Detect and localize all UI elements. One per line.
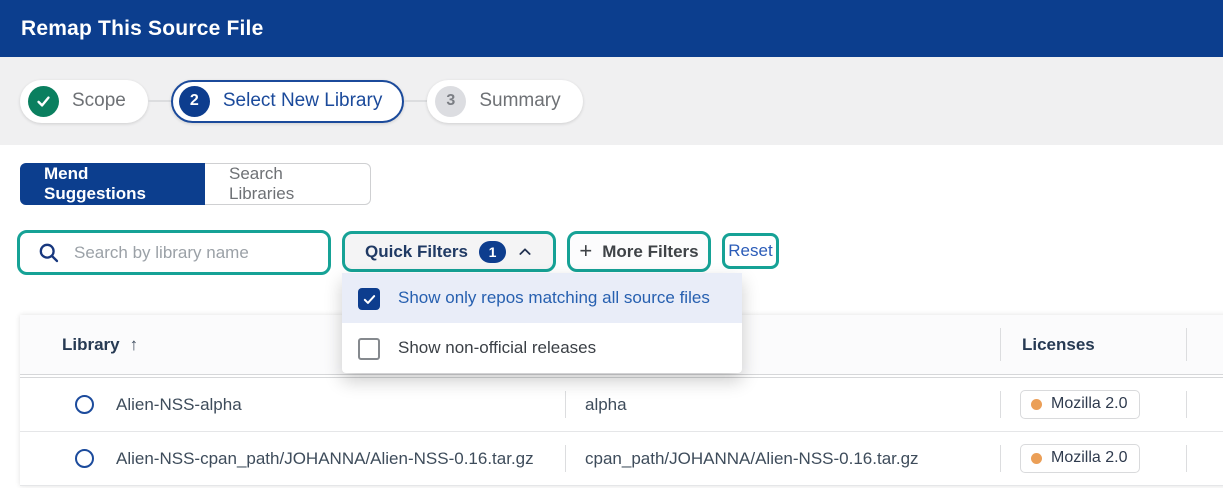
version-cell: alpha [565, 378, 1000, 431]
step-select-new-library-label: Select New Library [223, 90, 382, 112]
version-value: alpha [585, 395, 627, 415]
licenses-column-label: Licenses [1022, 335, 1095, 355]
column-divider [1186, 445, 1187, 472]
library-column-label: Library [62, 335, 120, 355]
reset-label: Reset [728, 241, 772, 261]
tab-search-libraries[interactable]: Search Libraries [205, 163, 371, 205]
step-scope[interactable]: Scope [20, 80, 148, 123]
version-cell: cpan_path/JOHANNA/Alien-NSS-0.16.tar.gz [565, 432, 1000, 485]
dialog-title-bar: Remap This Source File [0, 0, 1223, 57]
search-icon [38, 242, 60, 264]
search-input[interactable] [74, 243, 316, 263]
licenses-cell: Mozilla 2.0 [1000, 378, 1186, 431]
filter-option-non-official[interactable]: Show non-official releases [342, 323, 742, 373]
column-divider [1186, 391, 1187, 418]
filter-option-label: Show only repos matching all source file… [398, 286, 710, 309]
license-badge: Mozilla 2.0 [1020, 390, 1140, 419]
step-scope-label: Scope [72, 90, 126, 112]
step-connector [404, 100, 427, 102]
library-cell: Alien-NSS-alpha [20, 378, 565, 431]
more-filters-button[interactable]: + More Filters [567, 231, 711, 272]
column-divider [565, 391, 566, 418]
filter-option-label: Show non-official releases [398, 336, 596, 359]
library-name: Alien-NSS-cpan_path/JOHANNA/Alien-NSS-0.… [116, 449, 534, 469]
sort-ascending-icon: ↑ [130, 335, 139, 355]
step-select-new-library[interactable]: 2 Select New Library [171, 80, 404, 123]
step-number-badge: 3 [435, 86, 466, 117]
library-cell: Alien-NSS-cpan_path/JOHANNA/Alien-NSS-0.… [20, 432, 565, 485]
step-connector [148, 100, 171, 102]
quick-filters-dropdown: Show only repos matching all source file… [342, 273, 742, 373]
library-name: Alien-NSS-alpha [116, 395, 242, 415]
step-done-check-icon [28, 86, 59, 117]
column-divider [1186, 328, 1187, 361]
column-header-licenses: Licenses [1000, 315, 1186, 374]
licenses-cell: Mozilla 2.0 [1000, 432, 1186, 485]
reset-filters-button[interactable]: Reset [722, 233, 779, 269]
step-number-badge: 2 [179, 86, 210, 117]
column-divider [1000, 328, 1001, 361]
step-summary[interactable]: 3 Summary [427, 80, 582, 123]
wizard-stepper: Scope 2 Select New Library 3 Summary [0, 57, 1223, 145]
license-badge: Mozilla 2.0 [1020, 444, 1140, 473]
extra-cell [1186, 432, 1223, 485]
row-select-radio[interactable] [75, 395, 94, 414]
library-source-tabs: Mend Suggestions Search Libraries [20, 163, 371, 205]
version-value: cpan_path/JOHANNA/Alien-NSS-0.16.tar.gz [585, 449, 919, 469]
quick-filters-label: Quick Filters [365, 242, 468, 262]
license-name: Mozilla 2.0 [1051, 395, 1127, 413]
column-divider [1000, 445, 1001, 472]
table-row: Alien-NSS-cpan_path/JOHANNA/Alien-NSS-0.… [20, 432, 1223, 486]
quick-filters-button[interactable]: Quick Filters 1 [342, 231, 556, 272]
plus-icon: + [579, 240, 592, 262]
license-name: Mozilla 2.0 [1051, 449, 1127, 467]
filter-option-matching-repos[interactable]: Show only repos matching all source file… [342, 273, 742, 323]
tab-mend-suggestions[interactable]: Mend Suggestions [20, 163, 205, 205]
license-dot-icon [1031, 399, 1042, 410]
row-select-radio[interactable] [75, 449, 94, 468]
extra-cell [1186, 378, 1223, 431]
chevron-up-icon [517, 244, 533, 260]
more-filters-label: More Filters [602, 242, 698, 262]
checkbox-unchecked-icon[interactable] [358, 338, 380, 360]
license-dot-icon [1031, 453, 1042, 464]
column-divider [1000, 391, 1001, 418]
table-row: Alien-NSS-alpha alpha Mozilla 2.0 [20, 378, 1223, 432]
quick-filters-count-badge: 1 [479, 241, 506, 263]
checkbox-checked-icon[interactable] [358, 288, 380, 310]
step-summary-label: Summary [479, 90, 560, 112]
column-divider [565, 445, 566, 472]
library-search-box [17, 230, 331, 275]
page-title: Remap This Source File [21, 17, 263, 41]
column-header-extra [1186, 315, 1223, 374]
